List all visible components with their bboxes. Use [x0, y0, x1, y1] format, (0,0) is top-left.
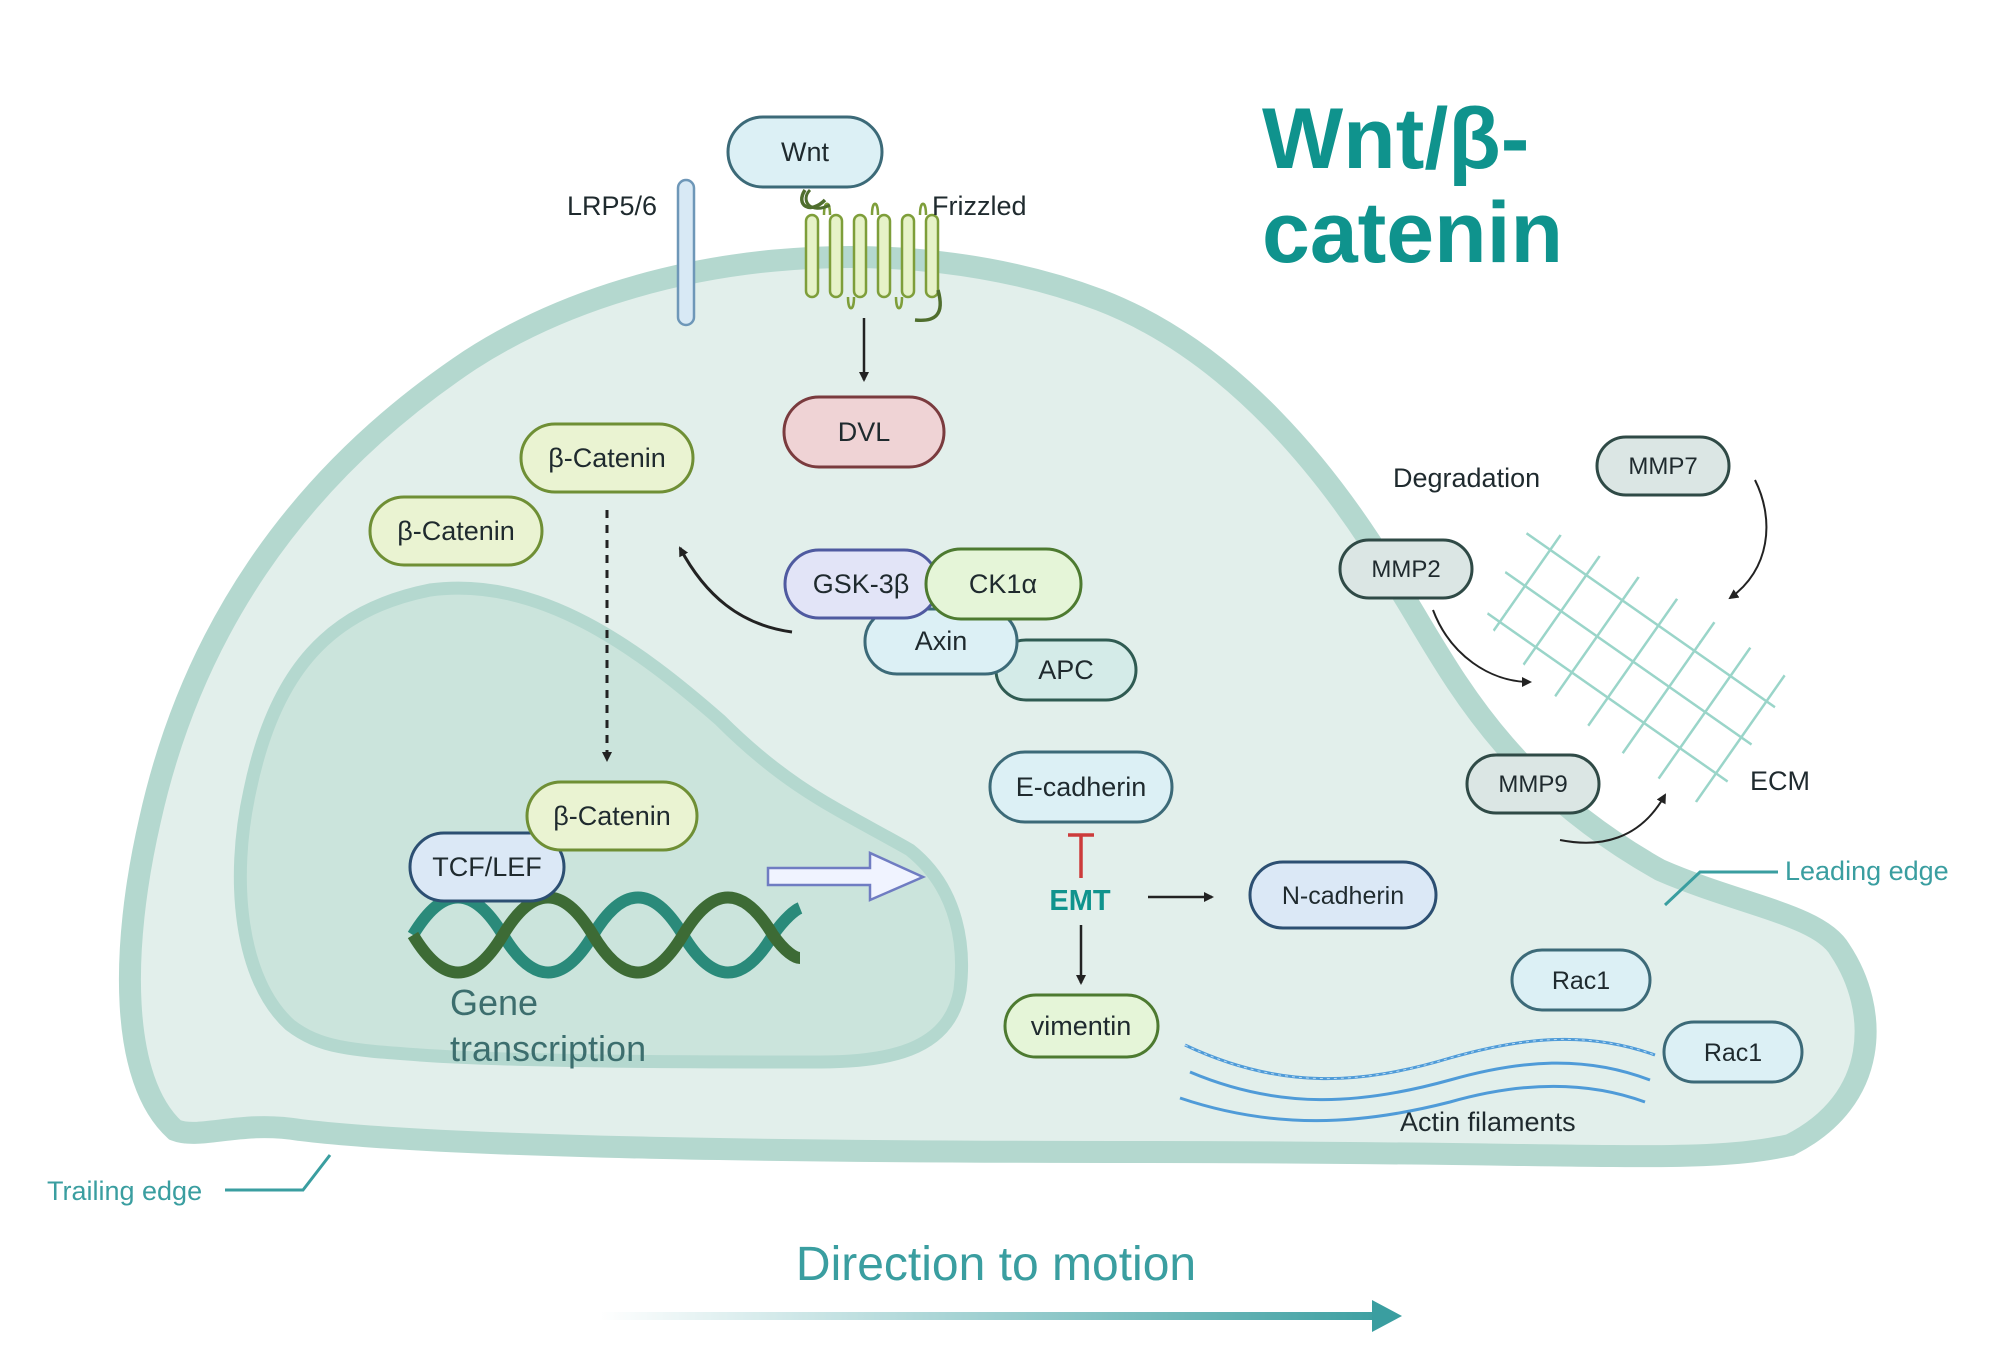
- destruction-complex: APC Axin GSK-3β CK1α: [783, 547, 1138, 702]
- frizzled-receptor: [800, 189, 942, 323]
- lrp-label: LRP5/6: [567, 191, 657, 221]
- beta-catenin-top-node: β-Catenin: [519, 422, 695, 494]
- axin-label: Axin: [915, 626, 968, 656]
- wnt-tail: [804, 188, 831, 210]
- rac1-upper-node: Rac1: [1510, 948, 1652, 1012]
- wnt-label: Wnt: [781, 137, 830, 167]
- dvl-label: DVL: [838, 417, 891, 447]
- mmp2-node: MMP2: [1338, 538, 1474, 600]
- mmp2-label: MMP2: [1371, 556, 1440, 583]
- ecm-mesh: [1485, 520, 1790, 810]
- trailing-edge-line: [225, 1154, 332, 1192]
- ecm-label: ECM: [1750, 766, 1810, 796]
- emt-label: EMT: [1049, 885, 1111, 917]
- dvl-node: DVL: [782, 395, 946, 469]
- rac1-upper-label: Rac1: [1552, 967, 1610, 995]
- n-cadherin-node: N-cadherin: [1248, 860, 1438, 930]
- trailing-edge-label: Trailing edge: [47, 1176, 202, 1206]
- e-cadherin-node: E-cadherin: [988, 750, 1174, 824]
- actin-filaments: [1179, 1037, 1656, 1123]
- mmp7-node: MMP7: [1595, 435, 1731, 497]
- complex-release-arrow: [678, 546, 793, 634]
- mmp2-arrow: [1432, 609, 1532, 687]
- degradation-label: Degradation: [1393, 463, 1540, 493]
- wnt-node: Wnt: [726, 115, 884, 189]
- mmp7-arrow: [1728, 479, 1768, 600]
- gsk-label: GSK-3β: [813, 569, 910, 599]
- frizzled-label: Frizzled: [932, 191, 1027, 221]
- direction-arrow-shaft: [600, 1312, 1390, 1320]
- rac1-lower-label: Rac1: [1704, 1039, 1762, 1067]
- n-cadherin-label: N-cadherin: [1282, 882, 1404, 910]
- rac1-lower-node: Rac1: [1662, 1020, 1804, 1084]
- apc-label: APC: [1038, 655, 1094, 685]
- direction-label: Direction to motion: [796, 1238, 1196, 1291]
- actin-filaments-label: Actin filaments: [1400, 1107, 1576, 1137]
- vimentin-label: vimentin: [1031, 1011, 1132, 1041]
- transcription-output-arrow: [766, 851, 927, 902]
- gene-transcription-line1: Gene: [450, 982, 538, 1023]
- lrp-receptor: [676, 178, 696, 327]
- direction-arrow-head: [1372, 1300, 1402, 1332]
- tcf-lef-node: TCF/LEF: [408, 831, 566, 903]
- gene-transcription-line2: transcription: [450, 1028, 646, 1069]
- tcf-lef-label: TCF/LEF: [432, 852, 542, 882]
- dna-helix: [407, 891, 803, 979]
- mmp9-arrow: [1559, 793, 1666, 844]
- ck1-label: CK1α: [969, 569, 1037, 599]
- mmp9-node: MMP9: [1465, 753, 1601, 815]
- beta-catenin-nuclear-node: β-Catenin: [525, 780, 699, 852]
- beta-catenin-left-label: β-Catenin: [397, 516, 515, 546]
- vimentin-node: vimentin: [1003, 993, 1160, 1059]
- mmp7-label: MMP7: [1628, 453, 1697, 480]
- mmp9-label: MMP9: [1498, 771, 1567, 798]
- leading-edge-line: [1663, 870, 1778, 907]
- emt-inhibition-bar: [1068, 833, 1094, 878]
- leading-edge-label: Leading edge: [1785, 856, 1949, 886]
- beta-catenin-top-label: β-Catenin: [548, 443, 666, 473]
- beta-catenin-nuclear-label: β-Catenin: [553, 801, 671, 831]
- e-cadherin-label: E-cadherin: [1016, 772, 1147, 802]
- beta-catenin-left-node: β-Catenin: [368, 495, 544, 567]
- title-line1: Wnt/β-: [1262, 91, 1529, 187]
- title-line2: catenin: [1262, 185, 1563, 281]
